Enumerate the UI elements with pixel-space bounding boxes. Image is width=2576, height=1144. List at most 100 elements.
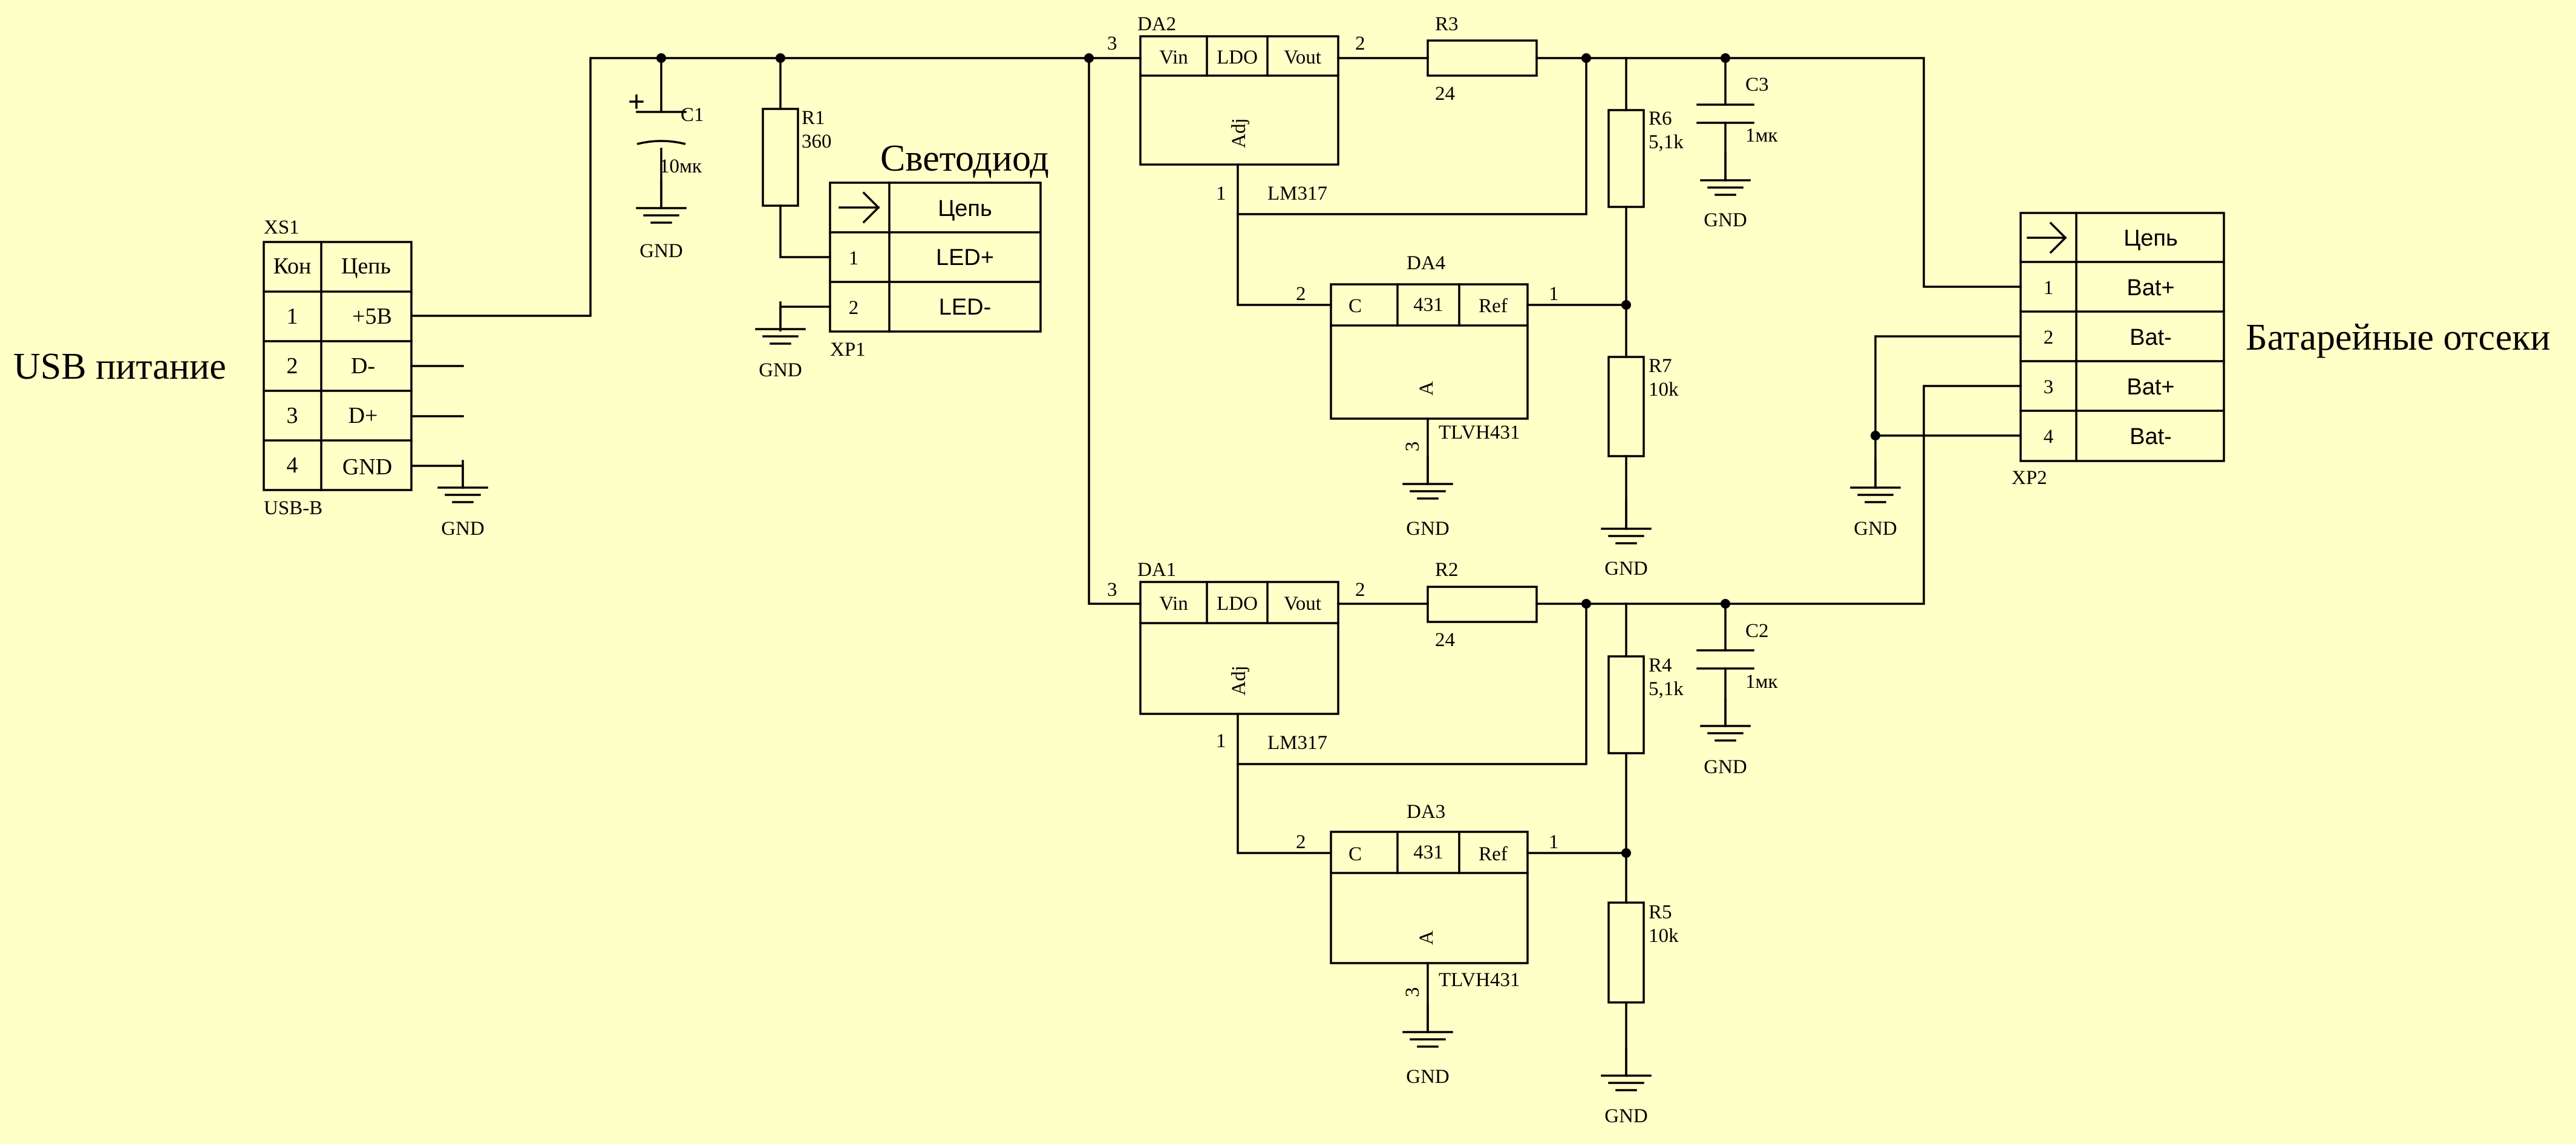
da2-ldo: LDO xyxy=(1217,47,1258,68)
da3-part: TLVH431 xyxy=(1439,969,1520,991)
gnd-label: GND xyxy=(1704,209,1747,231)
connector-xs1: XS1 USB-B Кон Цепь 1 +5В 2 D- 3 D+ 4 GND xyxy=(263,217,413,519)
junctions xyxy=(656,53,1880,858)
da4-pin-a: 3 xyxy=(1402,442,1424,452)
xp2-net: Bat+ xyxy=(2127,374,2174,400)
da1-vout: Vout xyxy=(1284,593,1321,615)
c1-ref: C1 xyxy=(681,104,704,126)
da1-ref: DA1 xyxy=(1137,559,1176,581)
gnd-label: GND xyxy=(639,240,683,262)
da2-part: LM317 xyxy=(1267,183,1327,204)
da4-c: C xyxy=(1348,295,1362,317)
r5-ref: R5 xyxy=(1649,901,1672,923)
gnd-label: GND xyxy=(1604,558,1648,580)
resistor-r7: R7 10k xyxy=(1607,355,1679,457)
da2-pin-out: 2 xyxy=(1355,33,1365,54)
xp1-col-net: Цепь xyxy=(938,196,992,221)
da2-vin: Vin xyxy=(1159,47,1188,68)
xp2-pin: 1 xyxy=(2044,277,2054,299)
da3-pin-a: 3 xyxy=(1402,987,1424,998)
led-title: Светодиод xyxy=(880,138,1049,179)
da2-vout: Vout xyxy=(1284,47,1321,68)
gnd-label: GND xyxy=(1406,1066,1450,1088)
da4-pin-c: 2 xyxy=(1296,283,1306,305)
da4-a: A xyxy=(1416,381,1437,396)
c1-value: 10мк xyxy=(659,155,702,177)
r3-ref: R3 xyxy=(1435,13,1459,35)
da4-ref-pin: Ref xyxy=(1479,295,1508,317)
da1-vin: Vin xyxy=(1159,593,1188,615)
gnd-label: GND xyxy=(441,518,485,540)
r6-value: 5,1k xyxy=(1649,131,1684,153)
xp2-pin: 3 xyxy=(2044,376,2054,398)
gnd-label: GND xyxy=(759,359,802,381)
xp2-net: Bat- xyxy=(2130,325,2172,350)
ground-symbols xyxy=(437,152,1901,1091)
xp2-net: Bat+ xyxy=(2127,275,2174,301)
da3-mid: 431 xyxy=(1413,842,1443,863)
da3-ref-pin: Ref xyxy=(1479,843,1508,865)
resistor-r4: R4 5,1k xyxy=(1607,655,1684,754)
arrow-right-icon xyxy=(2027,221,2067,254)
resistor-r2: R2 24 xyxy=(1427,559,1538,651)
gnd-label: GND xyxy=(1604,1105,1648,1127)
c3-value: 1мк xyxy=(1745,125,1778,146)
da2-pin-adj: 1 xyxy=(1216,183,1226,204)
xp1-net: LED+ xyxy=(936,245,994,270)
xs1-pin: 1 xyxy=(287,304,298,329)
regulator-da1: DA1 Vin LDO Vout Adj 3 2 1 LM317 xyxy=(1107,559,1365,754)
xs1-net: D- xyxy=(351,353,375,379)
resistor-r6: R6 5,1k xyxy=(1607,108,1684,208)
da4-pin-ref: 1 xyxy=(1549,283,1559,305)
xp1-ref: XP1 xyxy=(830,339,866,361)
xs1-col-pin: Кон xyxy=(273,253,312,279)
da3-a: A xyxy=(1416,930,1437,945)
r7-value: 10k xyxy=(1649,379,1679,400)
usb-power-title: USB питание xyxy=(13,346,226,387)
r3-value: 24 xyxy=(1435,83,1455,105)
r4-ref: R4 xyxy=(1649,655,1672,676)
da4-ref: DA4 xyxy=(1407,252,1445,274)
da1-part: LM317 xyxy=(1267,732,1327,754)
c2-ref: C2 xyxy=(1745,620,1769,642)
xp2-net: Bat- xyxy=(2130,424,2172,449)
resistor-r3: R3 24 xyxy=(1427,13,1538,105)
da1-pin-out: 2 xyxy=(1355,579,1365,601)
r2-ref: R2 xyxy=(1435,559,1459,581)
da2-adj: Adj xyxy=(1228,118,1250,148)
da2-pin-in: 3 xyxy=(1107,33,1117,54)
r6-ref: R6 xyxy=(1649,108,1672,129)
arrow-right-icon xyxy=(839,191,880,224)
da1-pin-in: 3 xyxy=(1107,579,1117,601)
resistor-r5: R5 10k xyxy=(1607,901,1679,1004)
gnd-labels: GND GND GND GND GND GND GND GND GND GND xyxy=(441,209,1897,1127)
da3-pin-c: 2 xyxy=(1296,831,1306,853)
xs1-ref: XS1 xyxy=(264,217,299,238)
capacitor-c2: C2 1мк xyxy=(1696,620,1778,693)
r5-value: 10k xyxy=(1649,925,1679,947)
da1-pin-adj: 1 xyxy=(1216,730,1226,752)
r1-ref: R1 xyxy=(802,107,825,129)
shunt-da4: DA4 C 431 Ref A 2 1 3 TLVH431 xyxy=(1296,252,1559,451)
r2-value: 24 xyxy=(1435,629,1455,651)
xp2-col-net: Цепь xyxy=(2123,226,2178,251)
r1-value: 360 xyxy=(802,131,832,152)
da2-ref: DA2 xyxy=(1137,13,1176,35)
xp2-ref: XP2 xyxy=(2012,467,2047,489)
r4-value: 5,1k xyxy=(1649,678,1684,700)
c3-ref: C3 xyxy=(1745,74,1769,96)
xs1-type: USB-B xyxy=(264,497,322,519)
c2-value: 1мк xyxy=(1745,671,1778,693)
connector-xp2: Цепь 1 Bat+ 2 Bat- 3 Bat+ 4 Bat- XP2 xyxy=(2012,212,2225,489)
capacitor-c1: C1 10мк xyxy=(629,94,704,177)
xs1-pin: 3 xyxy=(287,403,298,428)
connector-xp1: Цепь 1 LED+ 2 LED- XP1 xyxy=(829,181,1042,361)
da3-c: C xyxy=(1348,843,1362,865)
xs1-net: GND xyxy=(342,454,392,480)
gnd-label: GND xyxy=(1704,756,1747,778)
gnd-label: GND xyxy=(1406,518,1450,540)
da4-part: TLVH431 xyxy=(1439,422,1520,443)
xp1-pin: 2 xyxy=(849,297,859,319)
da4-mid: 431 xyxy=(1413,294,1443,316)
